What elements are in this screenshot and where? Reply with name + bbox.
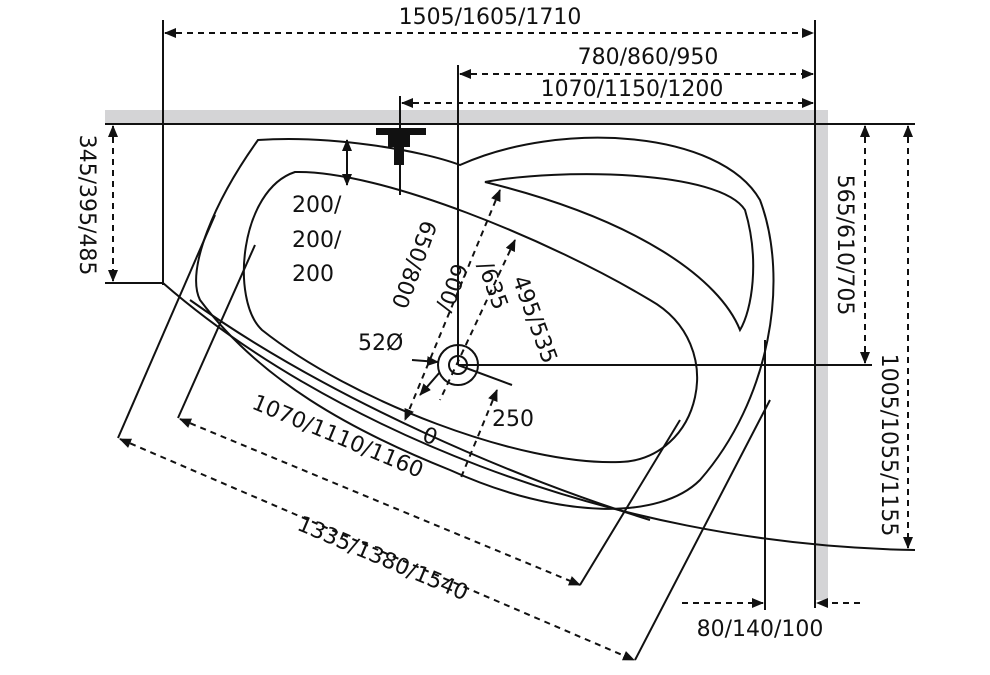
zero-mark-label: 0: [420, 420, 442, 448]
overflow-from-right-label: 1070/1150/1200: [541, 77, 724, 102]
overflow-depth-label-3: 200: [292, 262, 334, 287]
inner-depth-d-label: 495/535: [507, 273, 562, 367]
inner-depth-b-label: 600/: [431, 260, 472, 316]
inner-depth-c-label: /635: [472, 258, 512, 313]
drain-offset-label: 250: [492, 407, 534, 432]
inner-length-label: 1070/1110/1160: [248, 390, 426, 483]
overflow-depth-label-2: 200/: [292, 228, 342, 253]
left-height-label: 345/395/485: [74, 135, 99, 276]
drain-icon: [437, 344, 479, 386]
right-offset-label: 80/140/100: [697, 617, 824, 642]
drain-from-top-label: 565/610/705: [832, 175, 857, 316]
total-depth-label: 1005/1055/1155: [876, 354, 901, 537]
extension-lines: [105, 20, 915, 610]
inner-depth-a-label: 650/800: [386, 217, 441, 311]
drain-from-right-label: 780/860/950: [578, 45, 719, 70]
dimension-lines: [108, 28, 913, 661]
wall-top: [105, 110, 827, 124]
overflow-fitting-icon: [376, 128, 426, 165]
bathtub-outline: [117, 128, 916, 661]
outer-length-label: 1335/1380/1540: [294, 512, 472, 606]
total-width-label: 1505/1605/1710: [399, 5, 582, 30]
wall-right: [815, 110, 828, 600]
overflow-depth-label-1: 200/: [292, 193, 342, 218]
drain-diameter-label: 52Ø: [358, 331, 403, 356]
